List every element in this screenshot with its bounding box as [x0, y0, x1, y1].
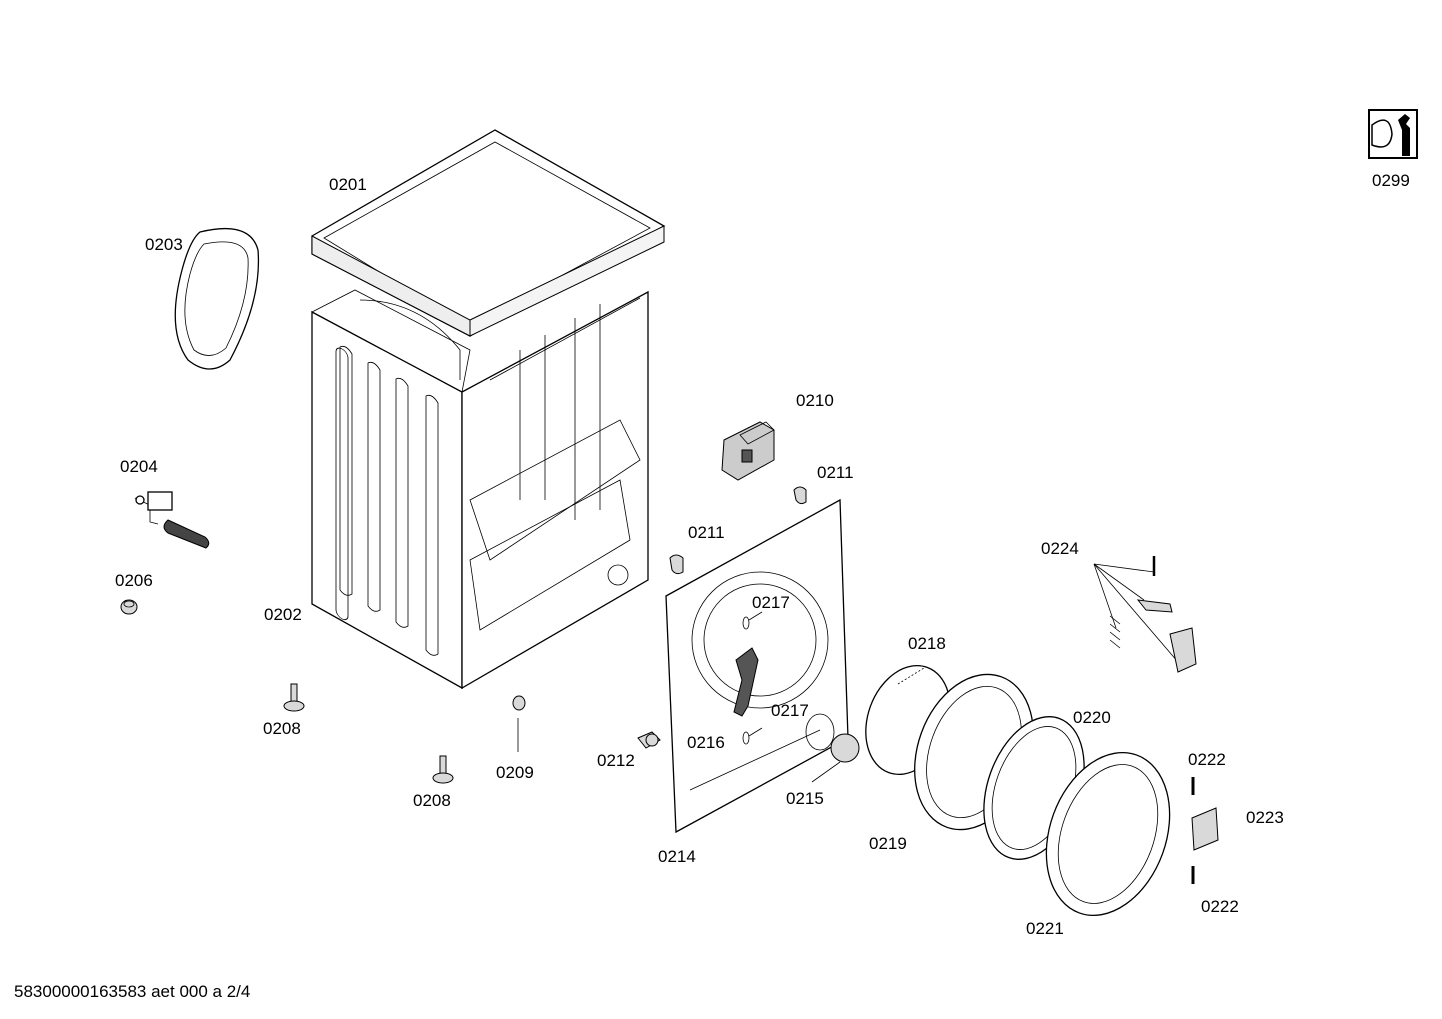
document-id: 58300000163583 aet 000 a 2/4 — [14, 982, 250, 1001]
part-label: 0216 — [687, 733, 725, 752]
part-label: 0212 — [597, 751, 635, 770]
rear-cover-part[interactable] — [174, 228, 260, 370]
foot-part-2[interactable] — [432, 755, 454, 784]
part-label: 0211 — [688, 523, 725, 542]
clip-part-2[interactable] — [669, 554, 684, 575]
door-hinge-part[interactable] — [733, 647, 759, 717]
part-label: 0222 — [1201, 897, 1239, 916]
outer-door-ring-part[interactable] — [1025, 735, 1191, 933]
part-label: 0222 — [1188, 750, 1226, 769]
part-label: 0203 — [145, 235, 183, 254]
lock-mechanism-part[interactable] — [1093, 556, 1197, 673]
foot-part-1[interactable] — [283, 683, 305, 712]
part-label: 0211 — [817, 463, 854, 482]
top-lid-part[interactable] — [311, 129, 666, 337]
pin-part-1[interactable] — [742, 611, 763, 630]
clip-part-1[interactable] — [793, 486, 807, 505]
part-label: 0204 — [120, 457, 158, 476]
part-label: 0202 — [264, 605, 302, 624]
door-lock-part[interactable] — [721, 421, 775, 481]
part-label: 0217 — [752, 593, 790, 612]
part-label: 0224 — [1041, 539, 1079, 558]
part-labels: 0201 0202 0203 0204 0206 0208 0208 0209 … — [115, 171, 1410, 938]
cabinet-housing-part[interactable] — [311, 289, 649, 690]
part-label: 0219 — [869, 834, 907, 853]
plug-part[interactable] — [512, 695, 526, 752]
part-label: 0210 — [796, 391, 834, 410]
part-label: 0223 — [1246, 808, 1284, 827]
part-label: 0221 — [1026, 919, 1064, 938]
part-label: 0218 — [908, 634, 946, 653]
pin-part-2[interactable] — [742, 727, 763, 745]
part-label: 0215 — [786, 789, 824, 808]
door-handle-part[interactable] — [1191, 807, 1219, 851]
part-label: 0220 — [1073, 708, 1111, 727]
part-label: 0208 — [413, 791, 451, 810]
wrench-tool-icon[interactable] — [1368, 109, 1418, 159]
part-label: 0217 — [771, 701, 809, 720]
part-label: 0209 — [496, 763, 534, 782]
knob-part[interactable] — [811, 733, 860, 783]
screw-part[interactable] — [637, 731, 661, 749]
part-label: 0214 — [658, 847, 696, 866]
part-label: 0206 — [115, 571, 153, 590]
part-label: 0299 — [1372, 171, 1410, 190]
part-label: 0201 — [329, 175, 367, 194]
part-label: 0208 — [263, 719, 301, 738]
pump-filter-part[interactable] — [134, 491, 210, 549]
cap-part[interactable] — [120, 599, 138, 615]
